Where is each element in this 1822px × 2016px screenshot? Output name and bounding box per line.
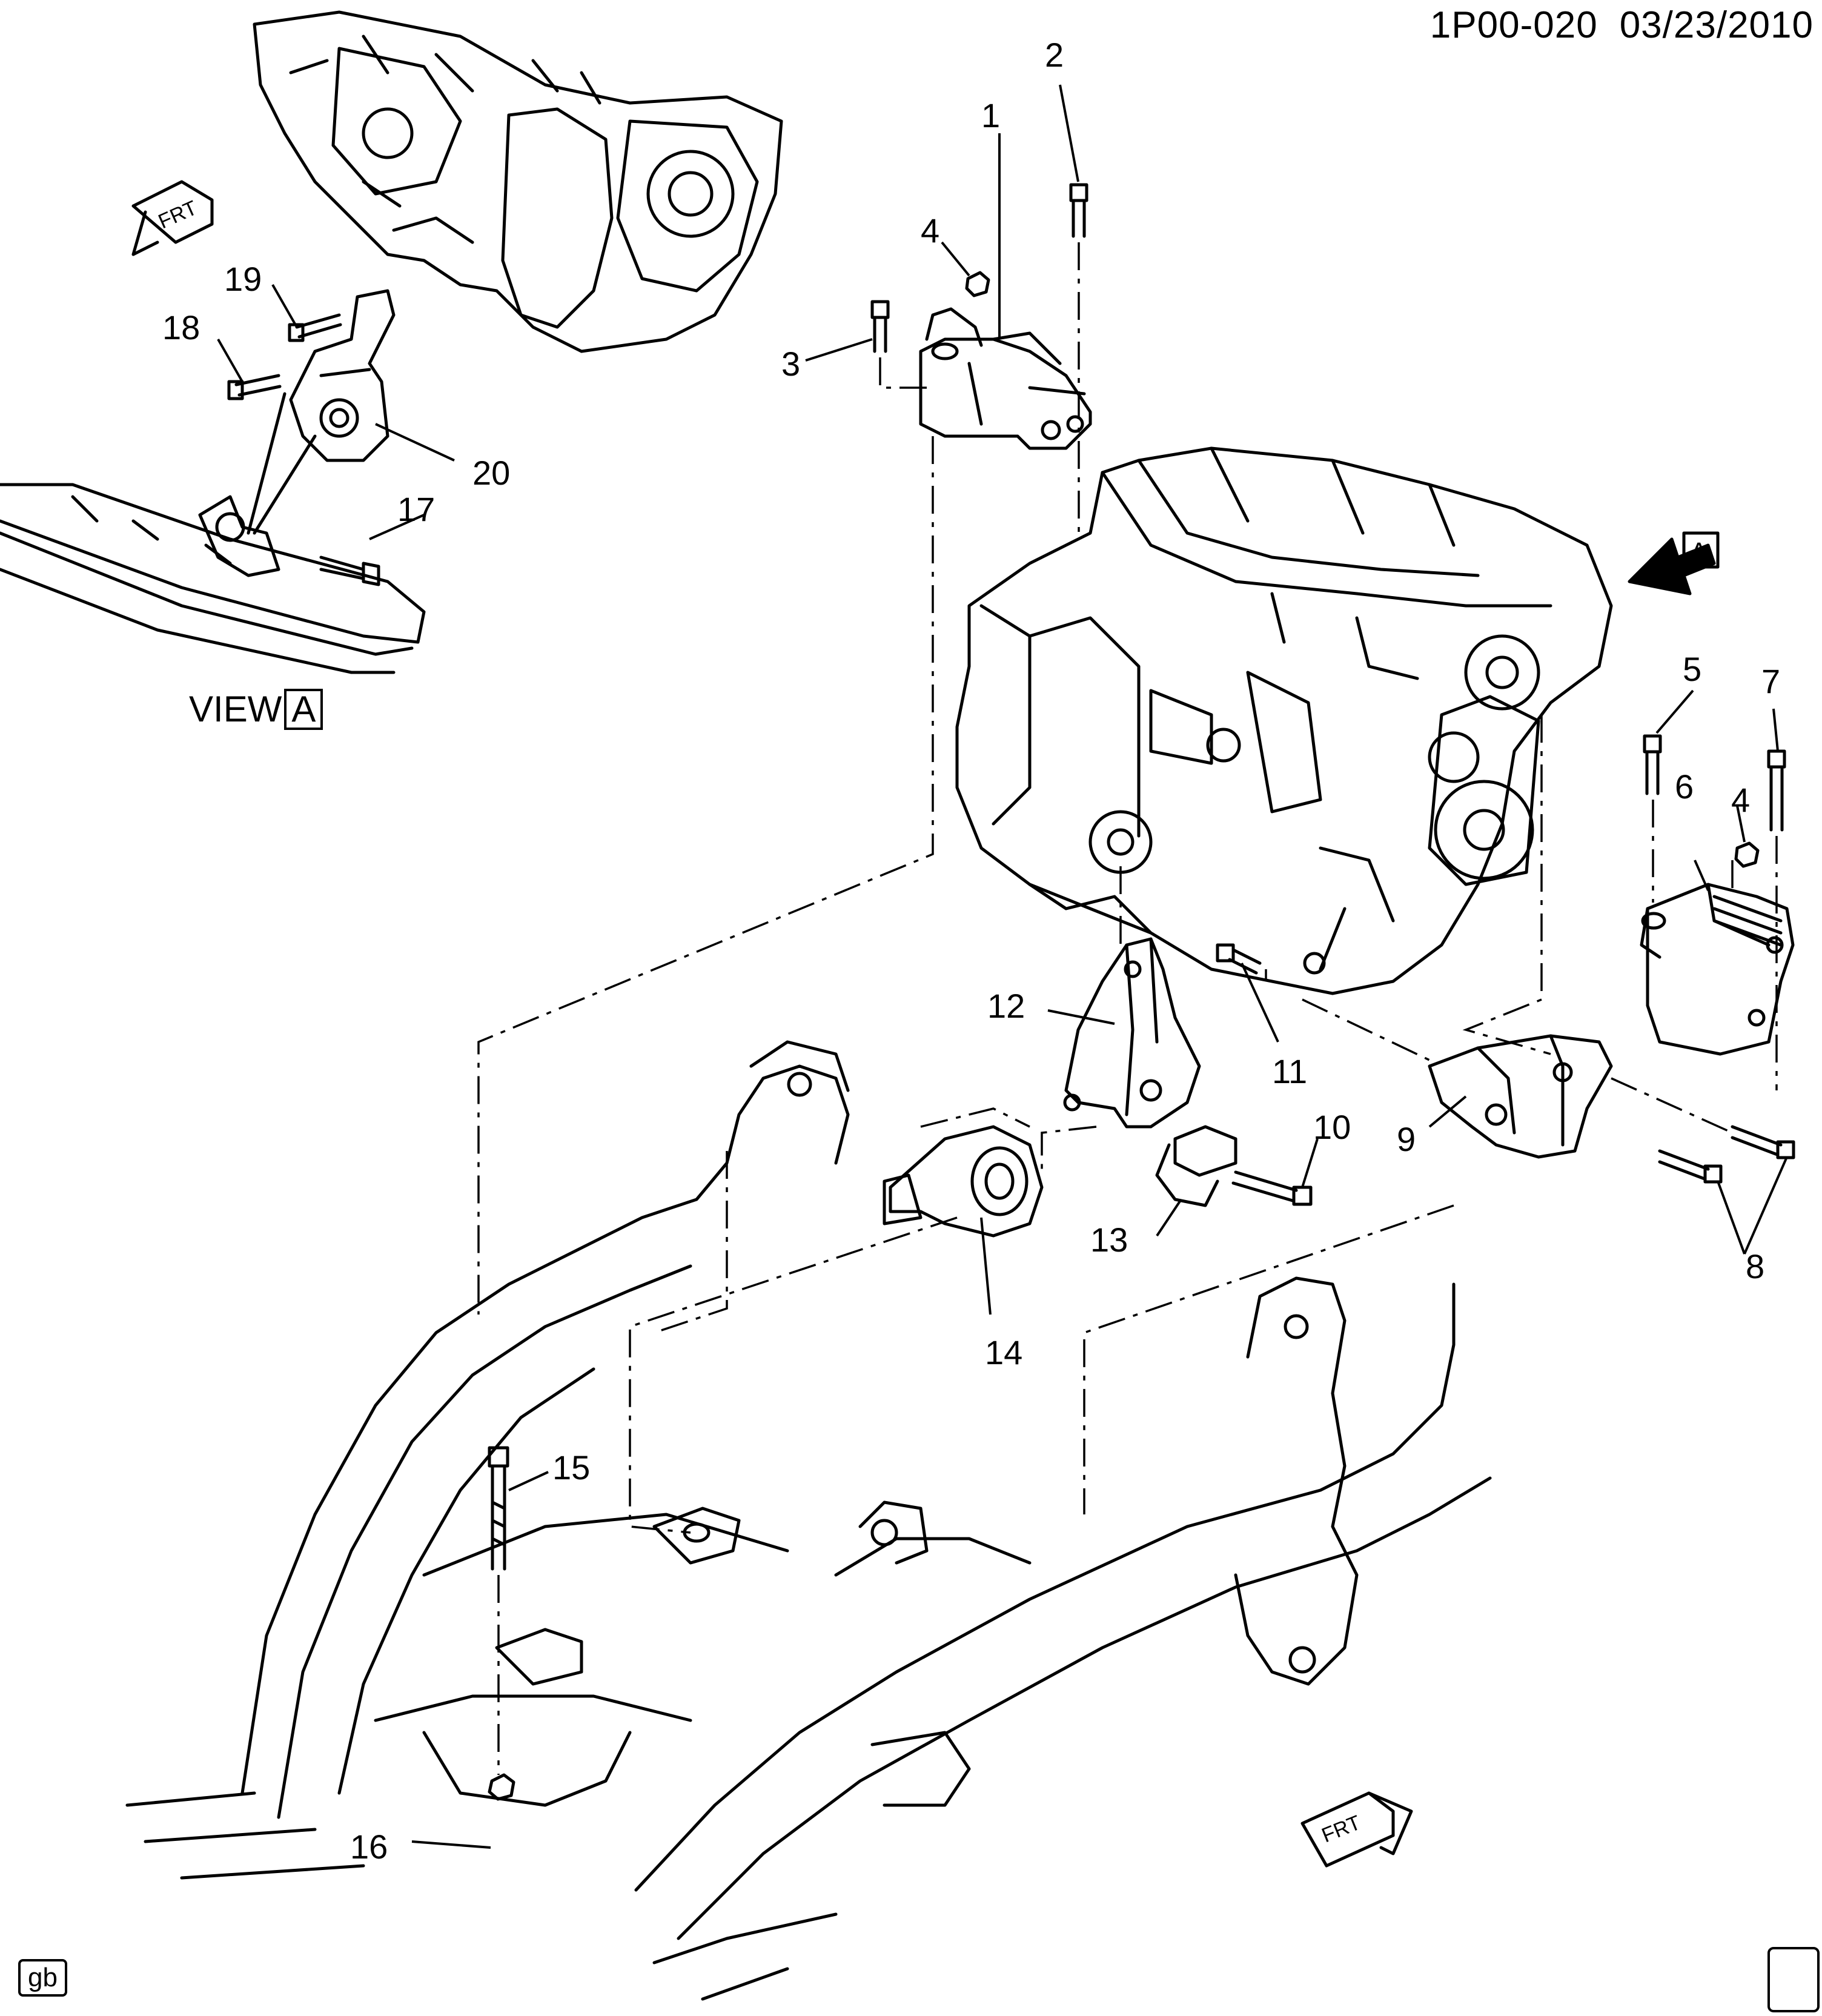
callout-15: 15 bbox=[552, 1448, 590, 1487]
callout-4b: 4 bbox=[1731, 781, 1750, 819]
view-a-transaxle bbox=[253, 10, 783, 353]
part-8-bolts bbox=[1658, 1125, 1795, 1184]
alignment-lines bbox=[477, 242, 1778, 1775]
leader-lines bbox=[217, 84, 1788, 1849]
part-15-bolt bbox=[488, 1446, 509, 1571]
part-1-transmission-mount bbox=[919, 307, 1092, 450]
part-10-bolt bbox=[1231, 1170, 1313, 1206]
part-20-rear-mount-bracket bbox=[289, 289, 396, 462]
part-13-clip bbox=[1155, 1125, 1237, 1207]
part-5-bolt bbox=[1643, 734, 1662, 795]
part-7-bolt bbox=[1767, 749, 1786, 832]
callout-19: 19 bbox=[224, 260, 262, 298]
part-6-engine-mount bbox=[1640, 883, 1795, 1056]
part-2-bolt bbox=[1069, 183, 1088, 238]
engine-assembly bbox=[955, 446, 1613, 995]
callout-1: 1 bbox=[981, 96, 1000, 134]
callout-numbers: 1 2 3 4 5 6 4 7 8 9 10 11 12 13 14 15 16… bbox=[162, 36, 1780, 1866]
view-a-arrow-icon bbox=[1628, 531, 1720, 595]
part-18-bolt bbox=[227, 374, 282, 400]
callout-8: 8 bbox=[1746, 1247, 1764, 1285]
part-3-bolt bbox=[870, 300, 890, 353]
frt-label-bottom: FRT bbox=[1319, 1811, 1364, 1848]
view-a-leader-lines bbox=[247, 392, 317, 535]
frt-arrow-bottom-icon bbox=[1300, 1791, 1413, 1868]
callout-20: 20 bbox=[472, 454, 510, 492]
gm-spo-seal-icon bbox=[1767, 1947, 1820, 2012]
drawing-id: 1P00-020 bbox=[1429, 4, 1598, 46]
drawing-date: 03/23/2010 bbox=[1619, 4, 1814, 46]
view-a-prefix: VIEW bbox=[189, 689, 282, 729]
part-9-mount-bracket bbox=[1428, 1034, 1613, 1159]
part-17-bolt bbox=[319, 555, 380, 586]
callout-4: 4 bbox=[921, 211, 939, 250]
callout-9: 9 bbox=[1397, 1120, 1416, 1158]
part-4-nut-right bbox=[1734, 841, 1760, 868]
view-a-arrow-letter: A bbox=[1690, 537, 1708, 567]
callout-16: 16 bbox=[350, 1828, 388, 1866]
callout-2: 2 bbox=[1045, 36, 1064, 74]
frt-arrow-top-icon bbox=[131, 180, 214, 256]
callout-6: 6 bbox=[1675, 768, 1694, 806]
callout-10: 10 bbox=[1313, 1108, 1351, 1146]
callout-11: 11 bbox=[1272, 1052, 1307, 1090]
part-4-nut bbox=[965, 271, 990, 297]
callout-17: 17 bbox=[397, 490, 435, 528]
callout-5: 5 bbox=[1683, 650, 1701, 688]
drawing-header: 1P00-020 03/23/2010 bbox=[1430, 4, 1814, 47]
callout-18: 18 bbox=[162, 308, 200, 346]
callout-3: 3 bbox=[781, 345, 800, 383]
part-19-bolt bbox=[288, 313, 342, 342]
callout-12: 12 bbox=[987, 987, 1025, 1025]
footer-tag: gb bbox=[18, 1959, 67, 1997]
frt-label-top: FRT bbox=[155, 196, 200, 233]
part-16-nut bbox=[488, 1773, 515, 1801]
view-a-letter-box: A bbox=[284, 688, 323, 730]
part-14-front-mount bbox=[883, 1125, 1044, 1238]
view-a-crossmember bbox=[0, 483, 426, 674]
callout-14: 14 bbox=[985, 1333, 1022, 1371]
callout-7: 7 bbox=[1761, 662, 1780, 700]
front-cradle bbox=[125, 1040, 1492, 2001]
part-11-bolt bbox=[1216, 943, 1262, 975]
part-12-front-bracket bbox=[1063, 937, 1201, 1129]
callout-13: 13 bbox=[1090, 1221, 1128, 1259]
